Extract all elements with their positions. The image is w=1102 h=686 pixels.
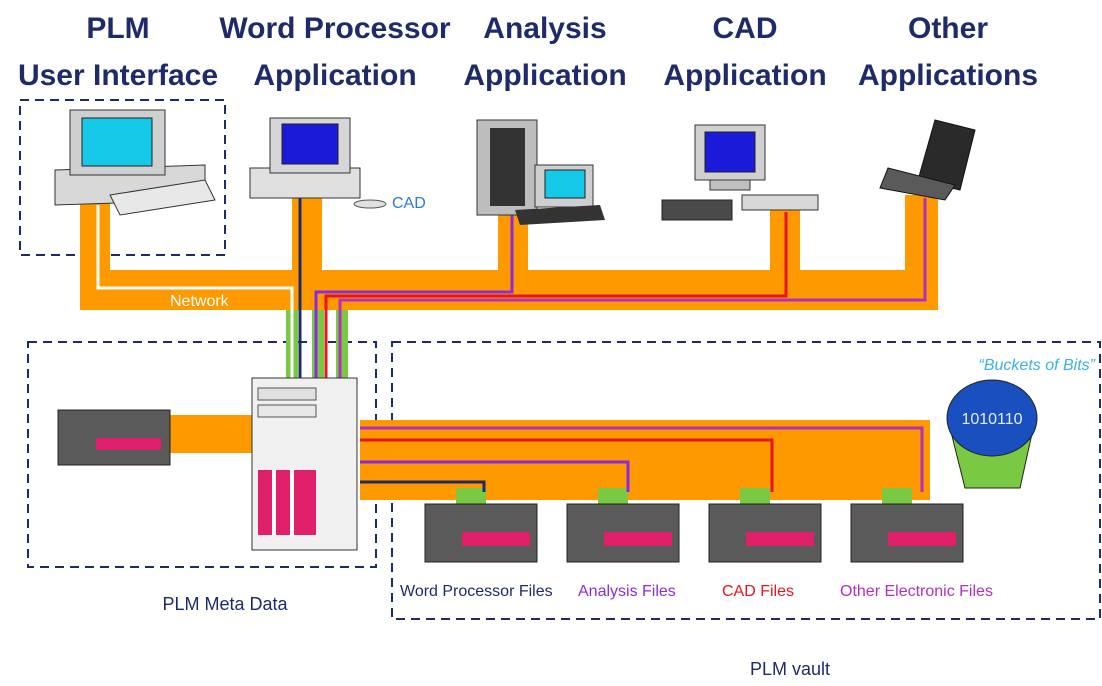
bits-text: 1010110 xyxy=(961,411,1022,428)
plm-metadata-dashed-box xyxy=(27,341,377,568)
header-word-processor-application: Word Processor Application xyxy=(219,12,451,92)
svg-text:Other: Other xyxy=(908,12,988,45)
metadata-server-icon xyxy=(251,377,358,551)
vault-drive-analysis-icon xyxy=(566,503,680,563)
signal-lines xyxy=(96,195,927,492)
svg-text:Word Processor: Word Processor xyxy=(219,12,451,45)
vault-drive-cad-icon xyxy=(708,503,822,563)
header-analysis-application: Analysis Application xyxy=(463,12,626,92)
analysis-workstation-icon xyxy=(476,119,605,225)
header-plm-user-interface: PLM User Interface xyxy=(18,12,218,92)
svg-text:Application: Application xyxy=(253,59,416,92)
word-processor-files-label: Word Processor Files xyxy=(400,583,553,600)
analysis-files-label: Analysis Files xyxy=(578,583,676,600)
bucket-icon: 1010110 xyxy=(946,379,1038,489)
svg-text:Analysis: Analysis xyxy=(483,12,606,45)
network-label: Network xyxy=(170,293,230,310)
svg-text:User Interface: User Interface xyxy=(18,59,218,92)
svg-text:Application: Application xyxy=(663,59,826,92)
vault-drive-word-processor-icon xyxy=(424,503,538,563)
plm-ui-desktop-icon xyxy=(54,109,216,216)
word-processor-computer-icon xyxy=(249,117,387,209)
cad-computer-icon xyxy=(661,124,819,221)
svg-text:Applications: Applications xyxy=(858,59,1038,92)
header-cad-application: CAD Application xyxy=(663,12,826,92)
buckets-of-bits-label: “Buckets of Bits” xyxy=(979,357,1096,374)
svg-text:Application: Application xyxy=(463,59,626,92)
other-electronic-files-label: Other Electronic Files xyxy=(840,583,993,600)
laptop-icon xyxy=(879,119,976,201)
plm-metadata-caption: PLM Meta Data xyxy=(162,594,288,614)
vault-drive-other-icon xyxy=(850,503,964,563)
green-connectors xyxy=(286,310,912,504)
header-other-applications: Other Applications xyxy=(858,12,1038,92)
plm-vault-caption: PLM vault xyxy=(750,659,830,679)
network-bus xyxy=(80,195,938,500)
svg-text:CAD: CAD xyxy=(713,12,778,45)
metadata-storage-drive-icon xyxy=(57,409,171,466)
svg-text:PLM: PLM xyxy=(86,12,149,45)
cad-tag-label: CAD xyxy=(392,195,426,212)
cad-files-label: CAD Files xyxy=(722,583,794,600)
